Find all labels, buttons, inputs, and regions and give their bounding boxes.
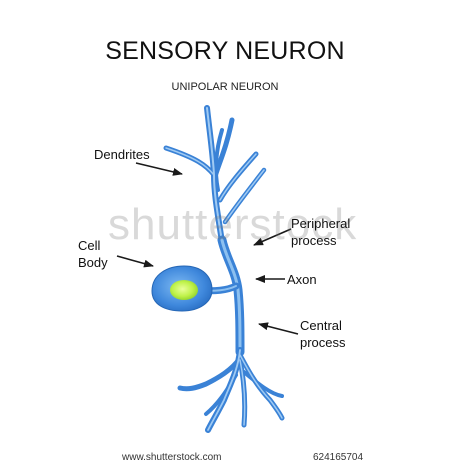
label-peripheral-process: Peripheral process bbox=[291, 215, 350, 249]
label-axon: Axon bbox=[287, 271, 317, 288]
cell-body-arrow bbox=[116, 255, 154, 268]
central-process-arrow bbox=[258, 322, 299, 335]
central-branch bbox=[239, 359, 246, 426]
label-peripheral-line2: process bbox=[291, 233, 337, 248]
dendrite-branch bbox=[163, 145, 217, 178]
cell-body bbox=[151, 265, 213, 312]
dendrite-branch bbox=[165, 147, 215, 176]
label-cell-body-line2: Body bbox=[78, 255, 108, 270]
central-branch bbox=[177, 355, 243, 392]
label-central-line2: process bbox=[300, 335, 346, 350]
label-central-process: Central process bbox=[300, 317, 346, 351]
footer-image-id: 624165704 bbox=[313, 452, 364, 463]
diagram-subtitle: UNIPOLAR NEURON bbox=[171, 81, 279, 93]
label-peripheral-line1: Peripheral bbox=[291, 216, 351, 231]
arrows bbox=[116, 162, 299, 335]
label-dendrites: Dendrites bbox=[94, 146, 150, 163]
peripheral-process-arrow bbox=[253, 228, 292, 246]
label-dendrites-text: Dendrites bbox=[94, 147, 150, 162]
dendrite-branch bbox=[219, 153, 257, 201]
diagram-title: SENSORY NEURON bbox=[105, 37, 345, 65]
peripheral-process-shape bbox=[220, 238, 242, 354]
axon-trunk bbox=[196, 235, 245, 357]
central-branch bbox=[239, 354, 283, 419]
dendrites-arrow bbox=[135, 162, 183, 176]
central-branch bbox=[242, 370, 284, 398]
dendrites bbox=[163, 105, 267, 245]
label-cell-body-line1: Cell bbox=[78, 238, 101, 253]
dendrite-branch bbox=[224, 169, 265, 223]
central-branch bbox=[207, 349, 241, 431]
label-central-line1: Central bbox=[300, 318, 342, 333]
nucleus-shape bbox=[170, 280, 198, 300]
footer-bar bbox=[0, 448, 450, 470]
watermark: shutterstock bbox=[108, 200, 358, 249]
footer-site: www.shutterstock.com bbox=[122, 452, 222, 463]
label-cell-body: Cell Body bbox=[78, 237, 108, 271]
central-process bbox=[177, 347, 285, 433]
label-axon-text: Axon bbox=[287, 272, 317, 287]
dendrite-branch bbox=[213, 128, 224, 192]
